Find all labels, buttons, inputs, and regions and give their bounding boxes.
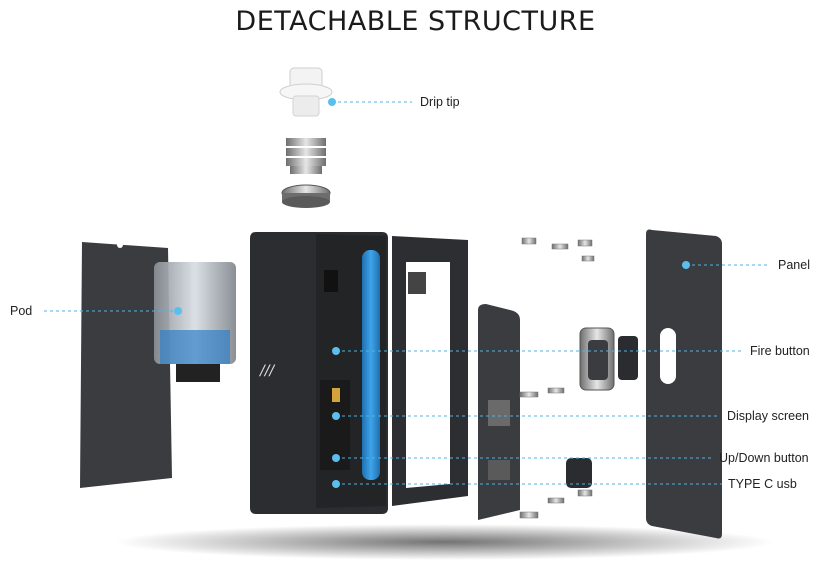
threaded-connector-part	[286, 138, 326, 174]
leader-dot-drip-tip	[328, 98, 336, 106]
ground-shadow	[115, 524, 775, 560]
leader-dot-panel	[682, 261, 690, 269]
drip-tip-part	[279, 67, 333, 117]
inner-frame-part	[392, 236, 468, 506]
label-panel: Panel	[778, 258, 810, 272]
label-pod: Pod	[10, 304, 33, 318]
label-drip-tip: Drip tip	[420, 95, 460, 109]
ring-part	[281, 184, 331, 208]
leader-dot-type-c-usb	[332, 480, 340, 488]
fire-button-part	[579, 327, 638, 391]
back-panel-part	[80, 242, 172, 488]
up-down-button-part	[566, 458, 592, 488]
label-display-screen: Display screen	[727, 409, 809, 423]
leader-dot-fire-button	[332, 347, 340, 355]
display-bracket-part	[478, 304, 520, 520]
leader-dot-up-down-button	[332, 454, 340, 462]
leader-dot-display-screen	[332, 412, 340, 420]
front-panel-part	[646, 229, 722, 539]
screws-part	[519, 237, 595, 519]
label-type-c-usb: TYPE C usb	[728, 477, 797, 491]
pod-part	[154, 262, 236, 382]
main-body-part: ///	[250, 232, 388, 514]
label-fire-button: Fire button	[750, 344, 810, 358]
label-up-down-button: Up/Down button	[719, 451, 809, 465]
svg-text:///: ///	[258, 363, 275, 379]
page-title: DETACHABLE STRUCTURE	[235, 6, 596, 37]
leader-dot-pod	[174, 307, 182, 315]
